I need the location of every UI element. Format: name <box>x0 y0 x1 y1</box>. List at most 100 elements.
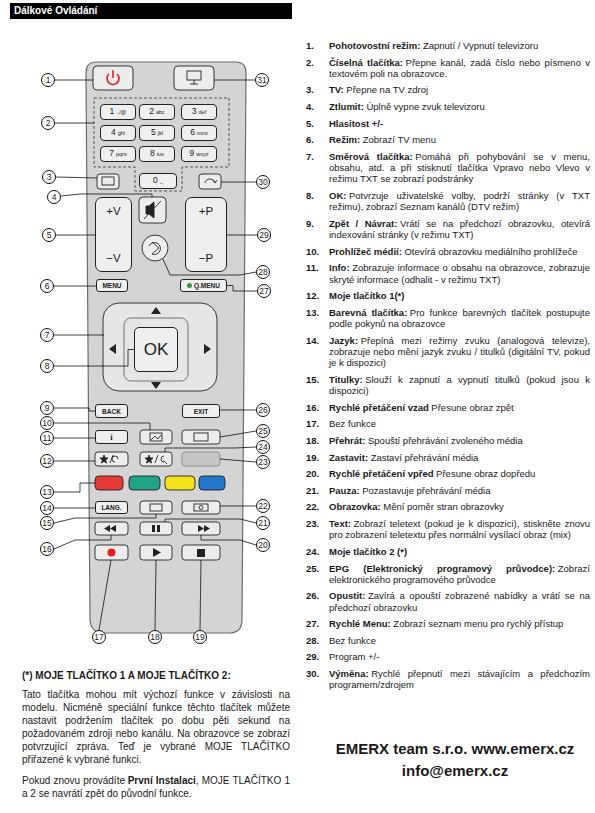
callout-number: 7 <box>40 328 54 342</box>
item-text: Přehrát: <box>329 435 365 446</box>
item-text: Směrová tlačítka:Pomáhá při pohybování s… <box>329 151 590 185</box>
item-text: Zobrazí seznam menu pro rychlý přístup <box>393 618 563 629</box>
blue-key <box>199 476 225 490</box>
item-number: 29. <box>306 651 329 662</box>
mute-icon <box>144 201 161 219</box>
item-text: EPG (Elektronický programový průvodce):Z… <box>329 563 590 586</box>
remote-button: LANG. <box>95 501 128 514</box>
item-number: 26. <box>306 590 329 613</box>
key-label: MENU <box>102 282 121 289</box>
callout-number: 29 <box>257 228 271 242</box>
tv-key <box>97 174 119 189</box>
item-text: Zavírá a opouští zobrazené nabídky a vrá… <box>329 590 590 612</box>
key-label: 9 <box>190 148 195 158</box>
list-item: 13.Barevná tlačítka:Pro funkce barevných… <box>306 307 590 330</box>
epg-icon <box>194 433 208 441</box>
item-text: Text:Zobrazí teletext (pokud je k dispoz… <box>329 518 590 541</box>
source-icon <box>187 71 201 80</box>
key-label: i <box>110 432 112 442</box>
pause-icon <box>152 525 155 532</box>
item-text: Výměna:Rychlé přepnutí mezi stávajícím a… <box>329 668 590 691</box>
key-label: 3 <box>192 106 197 116</box>
leader-line <box>214 80 255 81</box>
item-number: 13. <box>306 307 329 330</box>
item-text: Jazyk: <box>329 335 358 346</box>
item-number: 30. <box>306 668 329 691</box>
key-label: 16 <box>42 545 51 554</box>
item-number: 1. <box>306 40 329 51</box>
key-label: ghi <box>118 130 125 136</box>
item-text: Číselná tlačítka:Přepne kanál, zadá čísl… <box>329 57 590 80</box>
item-text: Zastavit:Zastaví přehrávání média <box>329 452 590 463</box>
leader-line <box>54 80 256 630</box>
power-icon <box>107 70 119 84</box>
item-text: Pozastavuje přehrávání média <box>362 485 490 496</box>
key-label: 3 <box>47 173 52 182</box>
item-text: OK:Potvrzuje uživatelské volby, podrží s… <box>329 190 590 213</box>
item-text: Opustit: <box>329 590 365 601</box>
key-label: 5 <box>47 231 52 240</box>
item-text: Rychlé Menu:Zobrazí seznam menu pro rych… <box>329 618 590 629</box>
item-text: Program +/- <box>329 651 379 662</box>
mute-key <box>139 197 166 223</box>
callout-number: 17 <box>92 630 106 644</box>
remote-button: MENU <box>96 279 128 292</box>
leader-line <box>200 560 201 630</box>
callout-number: 6 <box>40 279 54 293</box>
numpad-frame <box>94 98 229 191</box>
list-item: 18.Přehrát:Spouští přehrávání zvoleného … <box>306 435 590 446</box>
list-item: 6.Režim:Zobrazí TV menu <box>306 134 590 145</box>
key-label: 1 <box>110 106 115 116</box>
list-item: 21.Pauza:Pozastavuje přehrávání média <box>306 485 590 496</box>
item-number: 9. <box>306 218 329 241</box>
callout-number: 3 <box>42 170 56 184</box>
item-text: Obrazovka: <box>329 501 381 512</box>
item-text: Rychlé přetáčení vzadPřesune obraz zpět <box>329 402 590 413</box>
screen-icon <box>194 504 208 511</box>
list-item: 26.Opustit:Zavírá a opouští zobrazené na… <box>306 590 590 613</box>
leader-line <box>220 410 256 411</box>
item-number: 10. <box>306 246 329 257</box>
list-item: 10.Prohlížeč médií:Otevírá obrazovku med… <box>306 246 590 257</box>
item-number: 3. <box>306 84 329 95</box>
callout-number: 18 <box>148 630 162 644</box>
item-text: Info:Zobrazuje informace o obsahu na obr… <box>329 262 590 285</box>
item-text: Bez funkce <box>329 635 376 646</box>
number-key: 8tuv <box>139 146 175 162</box>
leader-line <box>165 519 256 523</box>
item-text: Barevná tlačítka:Pro funkce barevných tl… <box>329 307 590 330</box>
item-text: Text: <box>329 518 351 529</box>
list-item: 20.Rychlé přetáčení vpředPřesune obraz d… <box>306 468 590 479</box>
key-label: 7 <box>109 148 114 158</box>
key-label: 28 <box>258 268 267 277</box>
item-text: Číselná tlačítka: <box>329 57 403 68</box>
my-button-2-key <box>140 452 172 466</box>
record-key <box>95 545 128 560</box>
item-text: Barevná tlačítka: <box>329 307 407 318</box>
key-label: 11 <box>43 434 52 443</box>
callout-number: 12 <box>40 454 54 468</box>
item-text: Spouští přehrávání zvoleného média <box>368 435 523 446</box>
rocker-key: +P−P <box>185 197 227 272</box>
list-item: 28.Bez funkce <box>306 635 590 646</box>
record-icon <box>108 549 116 557</box>
number-key: 4ghi <box>100 125 136 141</box>
item-text: Rychlé přetáčení vpředPřesune obraz dopř… <box>329 468 590 479</box>
swap-key <box>199 174 221 189</box>
remote-button: BACK <box>95 404 128 418</box>
key-label: 10 <box>42 419 51 428</box>
swap-icon <box>205 179 217 183</box>
key-list: 1.Pohotovostní režim:Zapnutí / Vypnutí t… <box>306 40 590 696</box>
number-key: 1.,/@ <box>100 104 136 120</box>
my-button-1-key <box>95 452 128 466</box>
callout-number: 14 <box>40 501 54 515</box>
power-key <box>93 66 133 90</box>
key-label: 4 <box>52 193 57 202</box>
item-text: Přepne na TV zdroj <box>346 84 428 95</box>
screen-icon <box>199 506 203 510</box>
key-label: −V <box>106 252 120 264</box>
source-key <box>174 66 214 90</box>
callout-number: 31 <box>255 73 269 87</box>
item-text: Zobrazuje informace o obsahu na obrazovc… <box>329 262 590 284</box>
key-label: 18 <box>150 633 159 642</box>
